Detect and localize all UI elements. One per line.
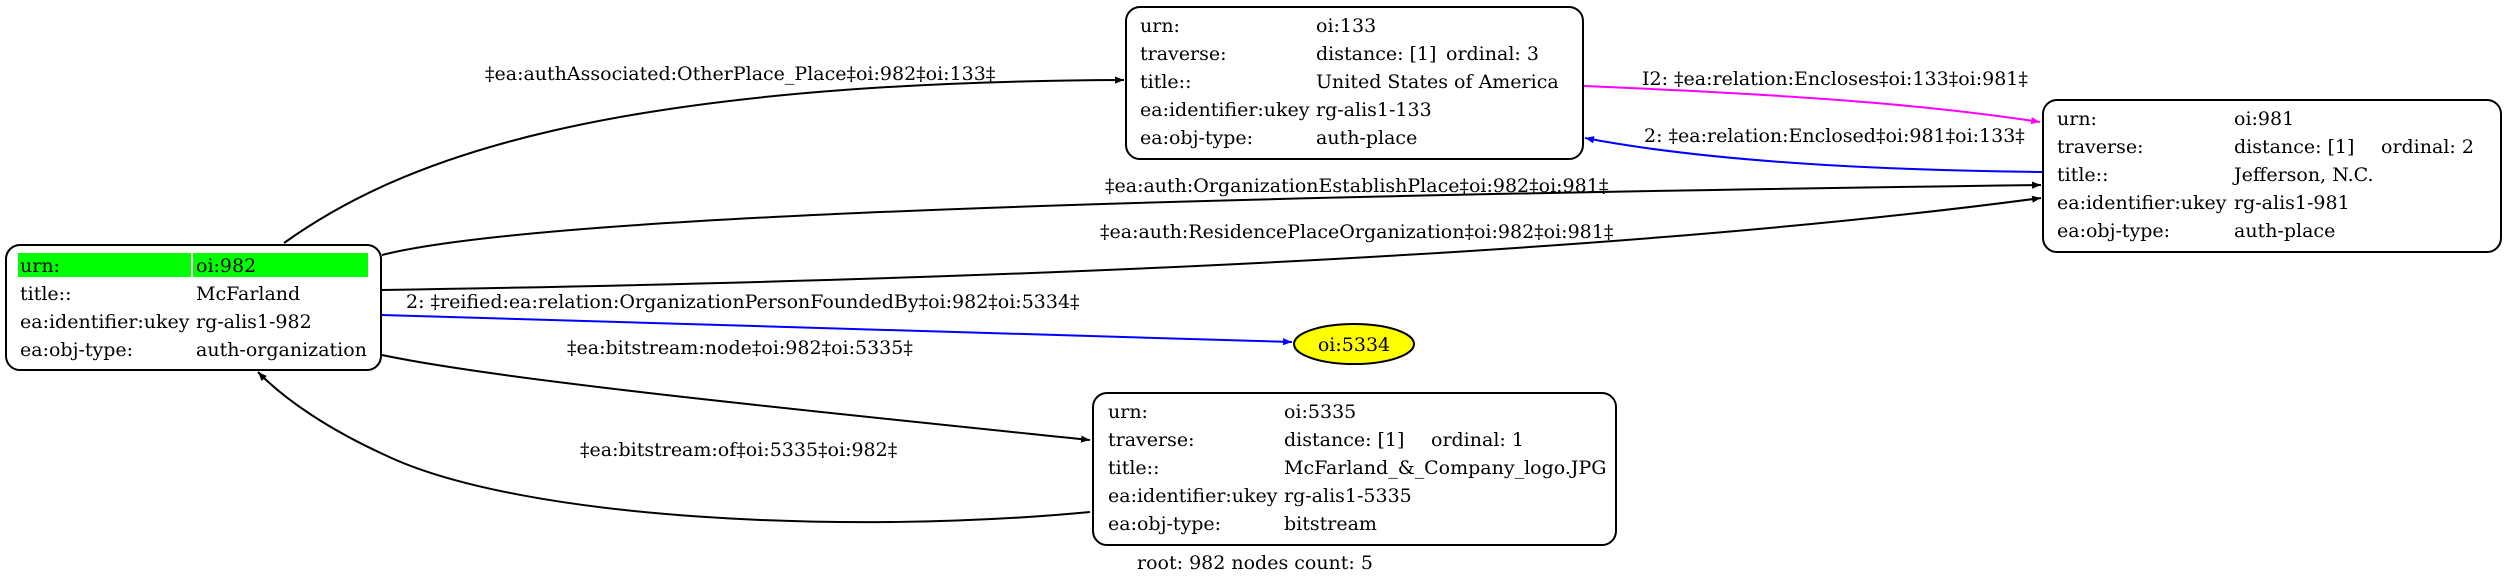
row-key: ea:obj-type:	[1140, 127, 1253, 149]
row-value: distance: [1]	[1316, 43, 1436, 65]
node-oi-5334[interactable]: oi:5334	[1293, 323, 1415, 365]
edge-line	[283, 76, 1125, 244]
node-box	[1125, 6, 1584, 160]
row-key: title::	[2057, 164, 2108, 186]
row-key: ea:obj-type:	[20, 339, 133, 361]
row-extra: ordinal: 1	[1431, 429, 1524, 451]
row-value: Jefferson, N.C.	[2232, 164, 2374, 186]
row-key: title::	[20, 283, 71, 305]
row-value: oi:5335	[1284, 401, 1356, 423]
row-value: rg-alis1-133	[1316, 99, 1432, 121]
edge-label: I2: ‡ea:relation:Encloses‡oi:133‡oi:981‡	[1642, 68, 2028, 90]
edge-5335-to-982: ‡ea:bitstream:of‡oi:5335‡oi:982‡	[257, 371, 1091, 524]
row-key: traverse:	[1108, 429, 1195, 451]
edge-982-to-981-establish: ‡ea:auth:OrganizationEstablishPlace‡oi:9…	[381, 175, 2042, 256]
edge-line	[381, 195, 2042, 291]
node-oi-5335[interactable]: urn: oi:5335 traverse: distance: [1] ord…	[1092, 392, 1617, 546]
edge-982-to-981-residence: ‡ea:auth:ResidencePlaceOrganization‡oi:9…	[381, 195, 2042, 291]
node-box	[1092, 392, 1617, 546]
root-highlight-key	[18, 253, 191, 277]
edge-label: ‡ea:auth:ResidencePlaceOrganization‡oi:9…	[1100, 221, 1613, 243]
row-key: ea:identifier:ukey	[2057, 192, 2227, 214]
row-value: auth-place	[1316, 127, 1417, 149]
edge-line	[1584, 136, 2043, 173]
edge-label: ‡ea:bitstream:of‡oi:5335‡oi:982‡	[580, 439, 897, 461]
edge-982-to-5335: ‡ea:bitstream:node‡oi:982‡oi:5335‡	[381, 337, 1091, 443]
edge-label: ‡ea:bitstream:node‡oi:982‡oi:5335‡	[567, 337, 913, 359]
edge-133-to-981: I2: ‡ea:relation:Encloses‡oi:133‡oi:981‡	[1583, 68, 2041, 125]
edge-label: ‡ea:auth:OrganizationEstablishPlace‡oi:9…	[1105, 175, 1608, 197]
row-value: rg-alis1-5335	[1284, 485, 1412, 507]
row-key: ea:identifier:ukey	[1140, 99, 1310, 121]
edge-line	[1583, 85, 2041, 125]
node-oi-133[interactable]: urn: oi:133 traverse: distance: [1] ordi…	[1125, 6, 1584, 160]
row-key: ea:obj-type:	[2057, 220, 2170, 242]
edge-982-to-5334: 2: ‡reified:ea:relation:OrganizationPers…	[381, 291, 1293, 346]
edge-label: 2: ‡ea:relation:Enclosed‡oi:981‡oi:133‡	[1644, 125, 2025, 147]
row-value: rg-alis1-981	[2234, 192, 2350, 214]
edge-label: ‡ea:authAssociated:OtherPlace_Place‡oi:9…	[485, 63, 995, 85]
row-value: auth-place	[2234, 220, 2335, 242]
row-value: oi:982	[196, 255, 256, 277]
row-value: distance: [1]	[1284, 429, 1404, 451]
row-key: ea:identifier:ukey	[20, 311, 190, 333]
node-ellipse	[1293, 323, 1415, 365]
row-value: oi:981	[2234, 108, 2294, 130]
row-value: McFarland_&_Company_logo.JPG	[1284, 457, 1606, 479]
row-value: bitstream	[1284, 513, 1377, 535]
row-value: rg-alis1-982	[196, 311, 312, 333]
edge-line	[381, 181, 2042, 256]
row-extra: ordinal: 2	[2381, 136, 2474, 158]
row-value: distance: [1]	[2234, 136, 2354, 158]
row-value: auth-organization	[196, 339, 367, 361]
row-key: ea:identifier:ukey	[1108, 485, 1278, 507]
edge-982-to-133: ‡ea:authAssociated:OtherPlace_Place‡oi:9…	[283, 63, 1125, 244]
edge-line	[257, 371, 1091, 524]
row-key: traverse:	[1140, 43, 1227, 65]
row-value: United States of America	[1316, 71, 1559, 93]
node-label: oi:5334	[1318, 334, 1390, 356]
row-key: traverse:	[2057, 136, 2144, 158]
edge-line	[381, 354, 1091, 443]
node-box	[2042, 99, 2502, 253]
row-value: oi:133	[1316, 15, 1376, 37]
row-extra: ordinal: 3	[1446, 43, 1539, 65]
row-key: title::	[1140, 71, 1191, 93]
row-key: urn:	[2057, 108, 2097, 130]
row-key: urn:	[20, 255, 60, 277]
edge-label: 2: ‡reified:ea:relation:OrganizationPers…	[406, 291, 1080, 313]
root-highlight-value	[193, 253, 368, 277]
node-oi-982[interactable]: urn: oi:982 title:: McFarland ea:identif…	[5, 244, 382, 371]
row-key: title::	[1108, 457, 1159, 479]
node-oi-981[interactable]: urn: oi:981 traverse: distance: [1] ordi…	[2042, 99, 2502, 253]
row-key: urn:	[1108, 401, 1148, 423]
row-key: ea:obj-type:	[1108, 513, 1221, 535]
row-value: McFarland	[196, 283, 300, 305]
graph-footer: root: 982 nodes count: 5	[1137, 552, 1373, 574]
row-key: urn:	[1140, 15, 1180, 37]
edge-981-to-133: 2: ‡ea:relation:Enclosed‡oi:981‡oi:133‡	[1584, 125, 2043, 173]
